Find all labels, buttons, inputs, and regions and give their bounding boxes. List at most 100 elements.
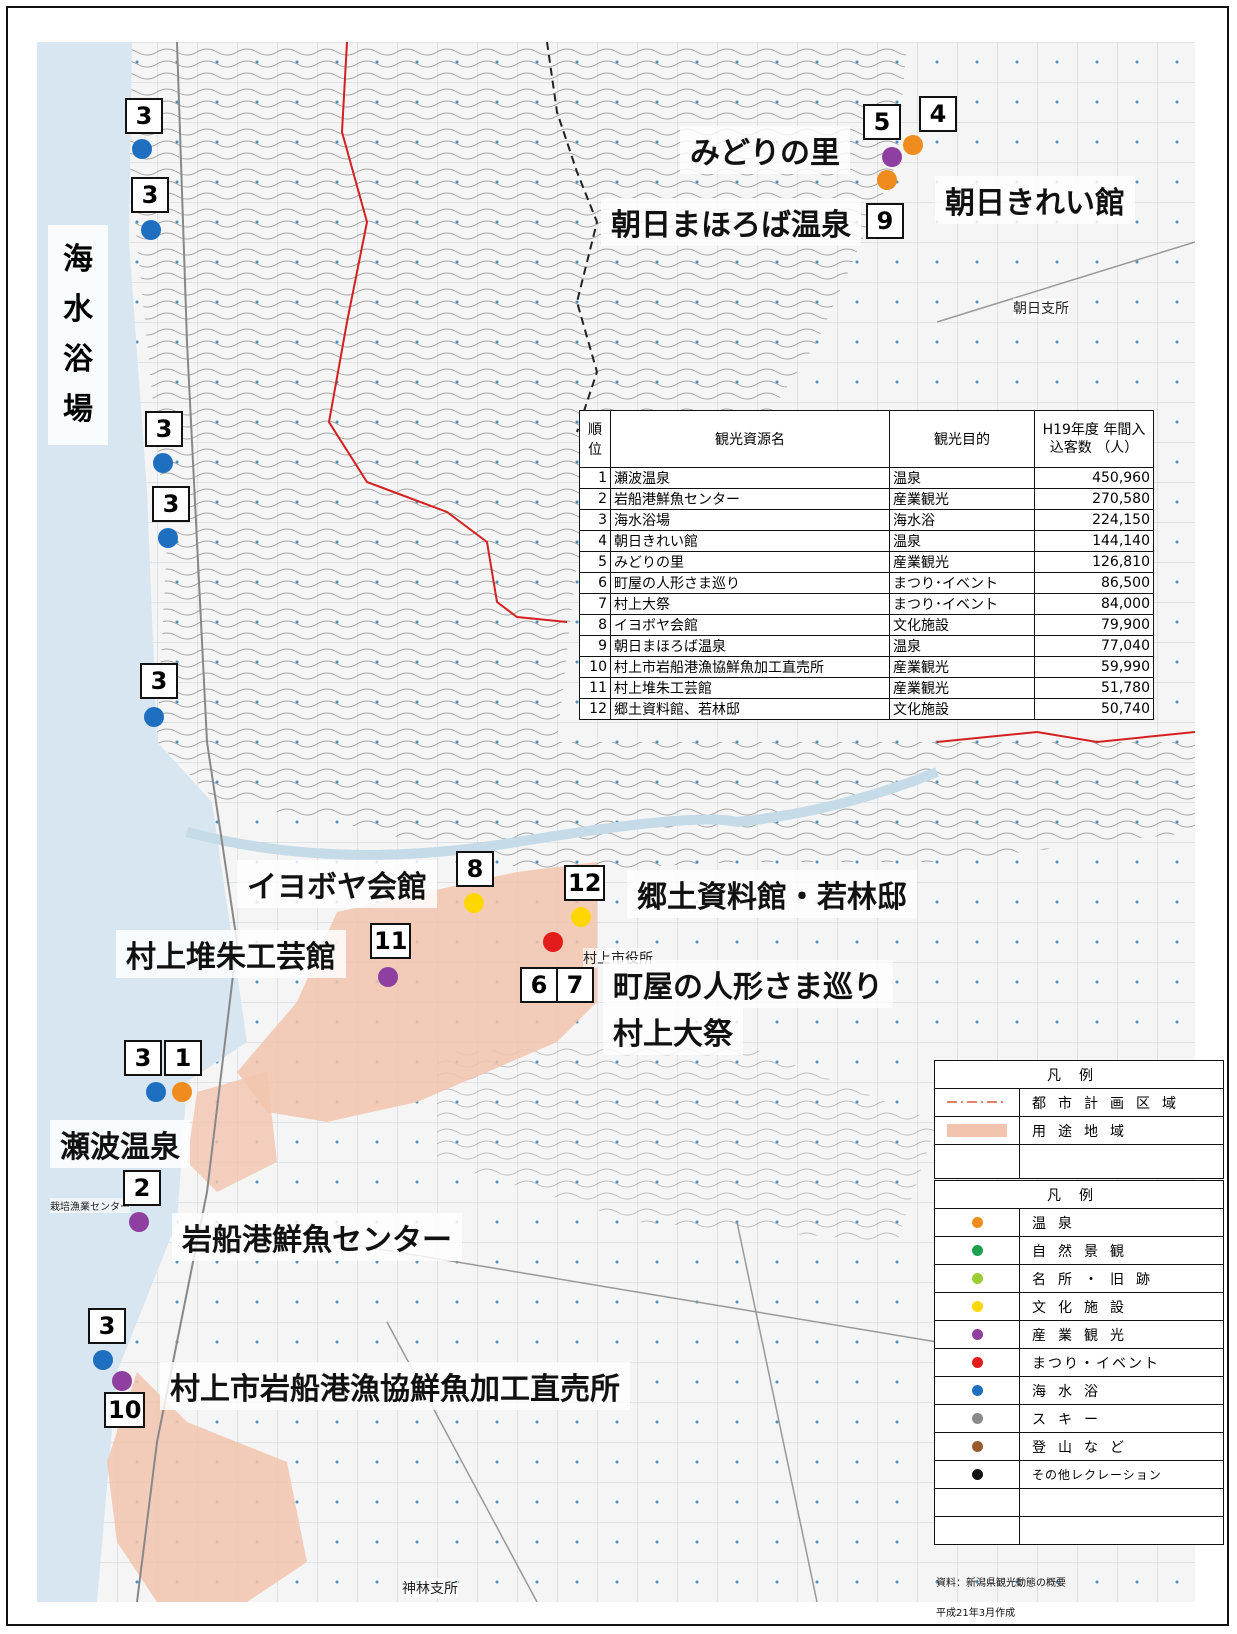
ranking-cell-purpose: 文化施設	[889, 614, 1035, 636]
legend-row: 海水浴	[934, 1376, 1224, 1405]
legend-label: 用途地域	[1019, 1116, 1224, 1145]
ranking-cell-name: みどりの里	[610, 551, 890, 573]
marker-bunka[interactable]	[571, 907, 591, 927]
marker-sangyo[interactable]	[112, 1371, 132, 1391]
legend-dot	[971, 1357, 983, 1368]
ranking-cell-count: 59,990	[1034, 656, 1154, 678]
ranking-cell-name: 岩船港鮮魚センター	[610, 488, 890, 510]
ranking-cell-name: 瀬波温泉	[610, 467, 890, 489]
header-name: 観光資源名	[610, 410, 890, 468]
ranking-cell-purpose: 温泉	[889, 467, 1035, 489]
legend-blank	[934, 1488, 1020, 1517]
legend-dot	[971, 1441, 983, 1452]
ranking-cell-purpose: 産業観光	[889, 488, 1035, 510]
tag-6: 6	[520, 967, 558, 1003]
ranking-cell-purpose: 温泉	[889, 530, 1035, 552]
marker-kaisui[interactable]	[144, 707, 164, 727]
tag-2: 2	[123, 1170, 161, 1206]
label-char: 浴	[63, 342, 93, 377]
label-taisai: 村上大祭	[603, 1007, 743, 1055]
ranking-cell-rank: 6	[579, 572, 611, 594]
legend-row: 用途地域	[934, 1116, 1224, 1145]
ranking-cell-rank: 3	[579, 509, 611, 531]
ranking-cell-purpose: 海水浴	[889, 509, 1035, 531]
ranking-cell-count: 270,580	[1034, 488, 1154, 510]
tag-8: 8	[456, 851, 494, 887]
ranking-cell-name: 郷土資料館、若林邸	[610, 698, 890, 720]
legend-dot	[971, 1329, 983, 1340]
legend-categories: 凡例 温泉自然景観名所・旧跡文化施設産業観光まつり・イベント海水浴スキー登山など…	[934, 1180, 1224, 1545]
ranking-cell-rank: 4	[579, 530, 611, 552]
ranking-cell-count: 84,000	[1034, 593, 1154, 615]
label-iwafune: 岩船港鮮魚センター	[172, 1213, 462, 1261]
ranking-cell-name: 村上堆朱工芸館	[610, 677, 890, 699]
tag-3: 3	[145, 411, 183, 447]
legend-symbol-meisho	[934, 1264, 1020, 1293]
legend-symbol-matsuri	[934, 1348, 1020, 1377]
legend-zoning: 凡例 都市計画区域 用途地域	[934, 1060, 1224, 1179]
label-kaisuiyokujo: 海 水 浴 場	[48, 225, 108, 445]
ranking-cell-count: 144,140	[1034, 530, 1154, 552]
marker-bunka[interactable]	[464, 893, 484, 913]
ranking-cell-purpose: まつり･イベント	[889, 593, 1035, 615]
marker-onsen[interactable]	[877, 170, 897, 190]
marker-onsen[interactable]	[172, 1082, 192, 1102]
ranking-cell-rank: 12	[579, 698, 611, 720]
label-char: 場	[63, 392, 93, 427]
marker-kaisui[interactable]	[153, 453, 173, 473]
legend-row	[934, 1488, 1224, 1517]
tag-3: 3	[131, 177, 169, 213]
legend-symbol-other	[934, 1460, 1020, 1489]
legend-symbol-onsen	[934, 1208, 1020, 1237]
marker-onsen[interactable]	[903, 135, 923, 155]
label-machiya: 町屋の人形さま巡り	[603, 960, 893, 1008]
legend-row: まつり・イベント	[934, 1348, 1224, 1377]
place-kanbayashi-branch: 神林支所	[402, 1578, 458, 1598]
tag-3: 3	[88, 1308, 126, 1344]
marker-kaisui[interactable]	[158, 528, 178, 548]
marker-kaisui[interactable]	[132, 139, 152, 159]
label-iyoboya: イヨボヤ会館	[237, 860, 437, 908]
marker-matsuri[interactable]	[543, 932, 563, 952]
ranking-cell-count: 126,810	[1034, 551, 1154, 573]
ranking-cell-count: 50,740	[1034, 698, 1154, 720]
ranking-cell-count: 450,960	[1034, 467, 1154, 489]
marker-sangyo[interactable]	[378, 967, 398, 987]
marker-sangyo[interactable]	[129, 1212, 149, 1232]
legend-row	[934, 1516, 1224, 1545]
legend-dot	[971, 1273, 983, 1284]
legend-zoning-title: 凡例	[934, 1060, 1224, 1089]
ranking-cell-rank: 5	[579, 551, 611, 573]
header-count: H19年度 年間入込客数 （人）	[1034, 410, 1154, 468]
ranking-cell-count: 77,040	[1034, 635, 1154, 657]
label-char: 海	[63, 242, 93, 277]
marker-sangyo[interactable]	[882, 147, 902, 167]
source-note: 資料：新潟県観光動態の概要	[936, 1578, 1066, 1589]
date-note: 平成21年3月作成	[936, 1608, 1016, 1619]
marker-kaisui[interactable]	[141, 220, 161, 240]
legend-categories-body: 温泉自然景観名所・旧跡文化施設産業観光まつり・イベント海水浴スキー登山などその他…	[934, 1208, 1224, 1545]
ranking-cell-name: 海水浴場	[610, 509, 890, 531]
legend-row: 産業観光	[934, 1320, 1224, 1349]
label-char: 水	[63, 292, 93, 327]
legend-row: 名所・旧跡	[934, 1264, 1224, 1293]
legend-symbol-tozan	[934, 1432, 1020, 1461]
label-kyodo: 郷土資料館・若林邸	[627, 870, 917, 918]
ranking-cell-count: 51,780	[1034, 677, 1154, 699]
marker-kaisui[interactable]	[146, 1082, 166, 1102]
marker-kaisui[interactable]	[93, 1350, 113, 1370]
tag-5: 5	[863, 104, 901, 140]
ranking-cell-rank: 8	[579, 614, 611, 636]
legend-symbol-kaisui	[934, 1376, 1020, 1405]
tag-3: 3	[152, 486, 190, 522]
legend-row: 都市計画区域	[934, 1088, 1224, 1117]
place-asahi-branch: 朝日支所	[1013, 298, 1069, 318]
